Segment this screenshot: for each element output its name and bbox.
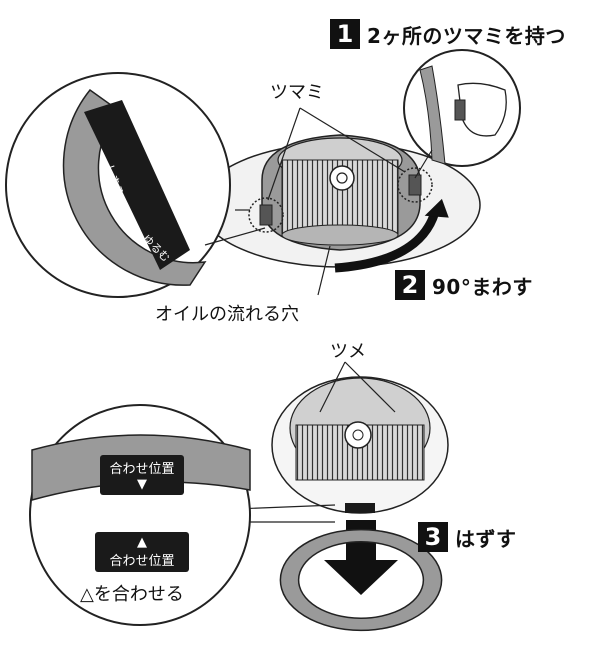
ring-align-mark-top: 合わせ位置 ▼ xyxy=(100,455,184,495)
step-2-number: 2 xyxy=(395,270,425,300)
ring-align-label-bottom: 合わせ位置 xyxy=(109,554,175,569)
ring-align-mark-bottom: ▲ 合わせ位置 xyxy=(95,532,189,572)
triangle-up-icon: ▲ xyxy=(137,535,147,550)
step-3: 3 はずす xyxy=(418,522,517,552)
knob-left xyxy=(248,197,284,233)
remove-arrow xyxy=(324,520,398,595)
triangle-down-icon: ▼ xyxy=(137,477,147,492)
zoom-hand-grip xyxy=(403,49,521,179)
step-1-number: 1 xyxy=(330,19,360,49)
label-knobs: ツマミ xyxy=(270,82,324,103)
zoom-ring-marking xyxy=(5,72,266,298)
step-2-text: 90°まわす xyxy=(432,274,533,299)
step-1: 1 2ヶ所のツマミを持つ xyxy=(330,19,566,49)
knob-right xyxy=(397,167,433,203)
step-1-text: 2ヶ所のツマミを持つ xyxy=(367,23,566,48)
top-assembly xyxy=(199,107,481,296)
removed-ring xyxy=(279,528,443,632)
step-2: 2 90°まわす xyxy=(395,270,533,300)
step-3-text: はずす xyxy=(455,526,517,551)
label-align-instruction: △を合わせる xyxy=(80,584,184,605)
step-3-number: 3 xyxy=(418,522,448,552)
rotation-arrow xyxy=(334,210,440,273)
ring-align-label-top: 合わせ位置 xyxy=(109,462,175,477)
label-tabs: ツメ xyxy=(330,341,366,362)
label-oil-hole: オイルの流れる穴 xyxy=(155,304,299,325)
